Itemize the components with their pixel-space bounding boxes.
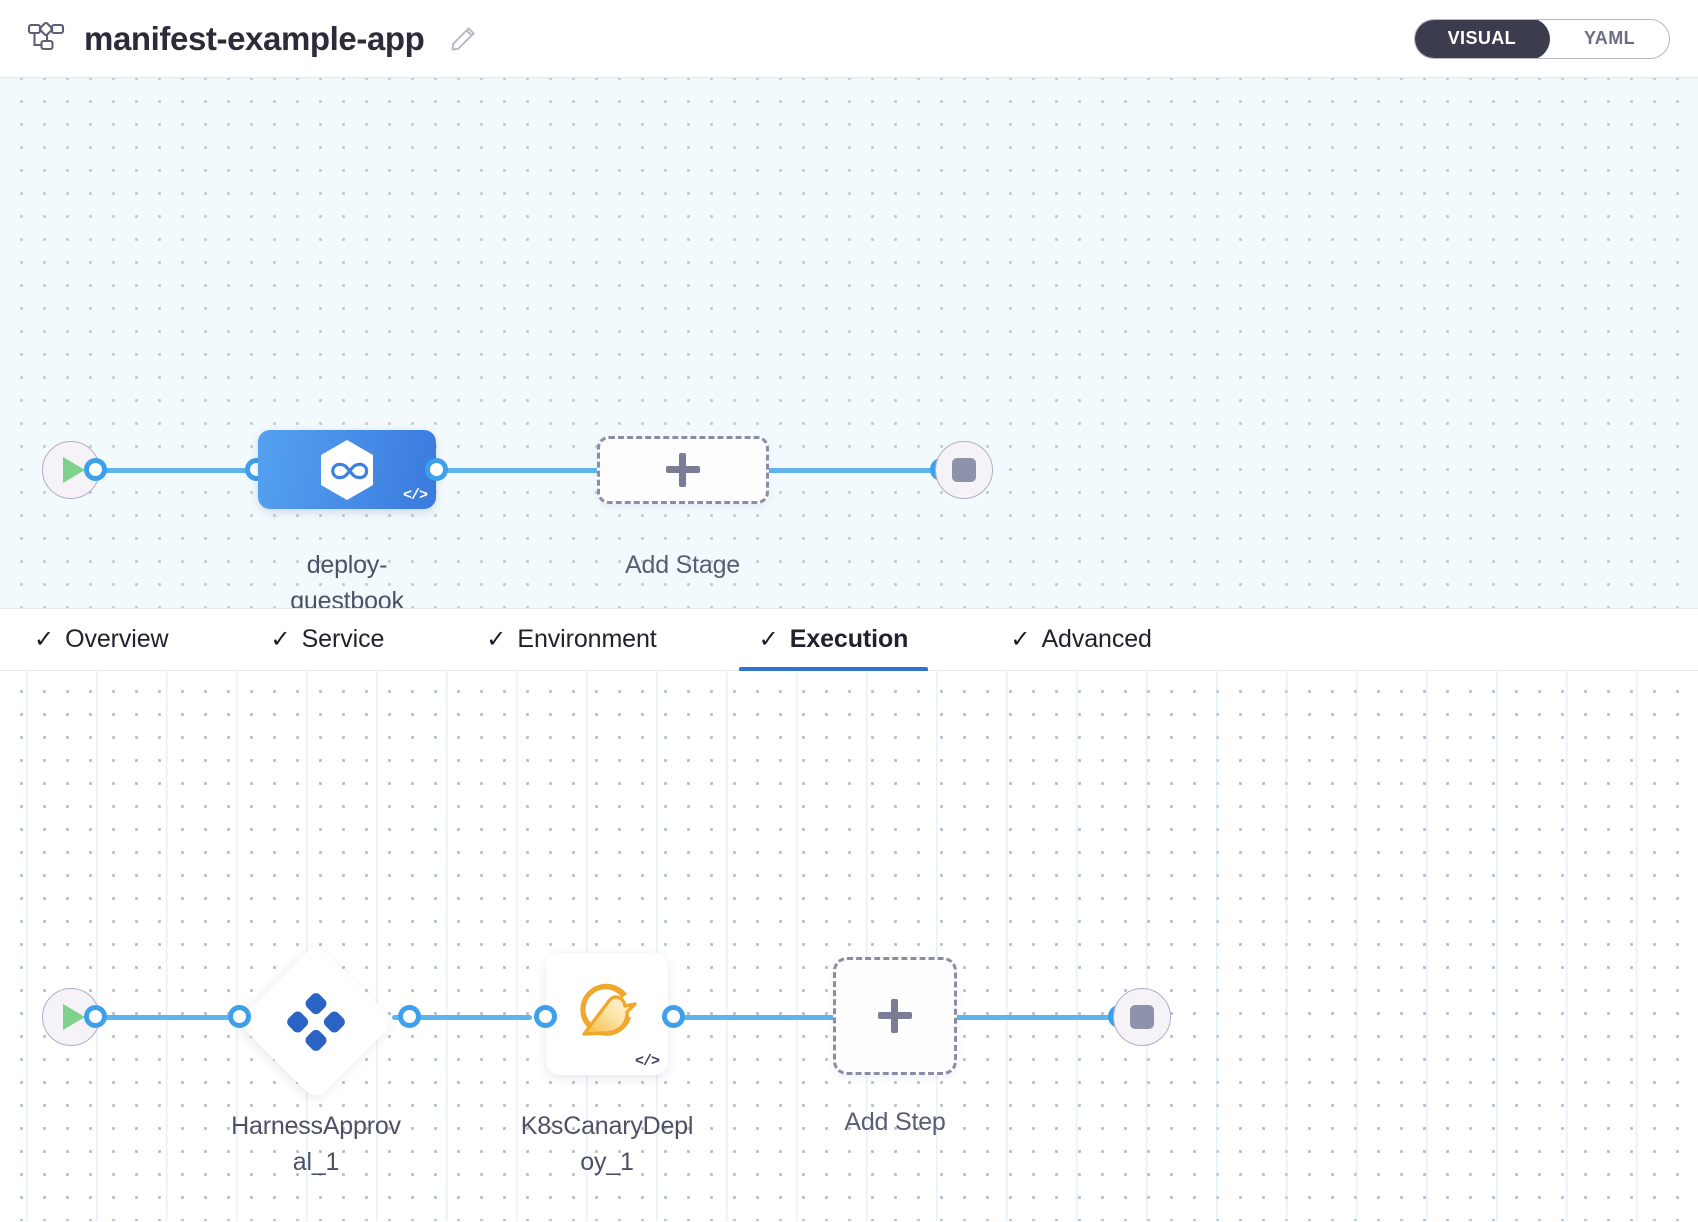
- check-icon: ✓: [1010, 625, 1031, 653]
- approval-input-dot[interactable]: [228, 1005, 251, 1028]
- plus-icon: [666, 453, 700, 487]
- step-label-canary: K8sCanaryDepl oy_1: [492, 1109, 722, 1180]
- stage-graph-canvas[interactable]: </> deploy- guestbook Add Stage: [0, 78, 1698, 609]
- step-start-connector-dot[interactable]: [84, 1005, 107, 1028]
- canary-label-line-1: K8sCanaryDepl: [520, 1112, 694, 1140]
- tab-overview[interactable]: ✓ Overview: [30, 609, 173, 671]
- stop-icon: [1130, 1005, 1154, 1029]
- play-icon: [63, 1004, 85, 1030]
- stop-icon: [952, 458, 976, 482]
- pipeline-header: manifest-example-app VISUAL YAML: [0, 0, 1698, 78]
- stage-node-output-dot[interactable]: [425, 458, 448, 481]
- plus-icon: [878, 999, 912, 1033]
- edge-canary-to-addstep: [655, 1015, 855, 1020]
- harness-approval-diamond-icon: [286, 992, 346, 1052]
- approval-label-line-1: HarnessApprov: [231, 1112, 401, 1140]
- stage-node-label: deploy- guestbook: [232, 548, 462, 609]
- edge-addstage-to-end: [765, 468, 955, 473]
- approval-label-line-2: al_1: [292, 1147, 340, 1176]
- edge-start-to-approval: [68, 1015, 248, 1020]
- harness-hexagon-infinity-icon: [317, 438, 377, 502]
- tab-environment-label: Environment: [517, 625, 657, 653]
- check-icon: ✓: [758, 625, 779, 653]
- tab-execution-label: Execution: [789, 625, 909, 653]
- check-icon: ✓: [486, 625, 507, 653]
- canary-bird-icon: [569, 974, 645, 1050]
- canary-input-dot[interactable]: [534, 1005, 557, 1028]
- add-stage-label: Add Stage: [625, 551, 740, 579]
- check-icon: ✓: [270, 625, 291, 653]
- mode-toggle[interactable]: VISUAL YAML: [1413, 18, 1670, 59]
- stage-label-line-2: guestbook: [290, 586, 404, 609]
- play-icon: [63, 457, 85, 483]
- step-node-k8s-canary-deploy[interactable]: </>: [546, 953, 668, 1075]
- stage-start-connector-dot[interactable]: [84, 458, 107, 481]
- tab-execution[interactable]: ✓ Execution: [738, 609, 928, 672]
- add-step-label: Add Step: [844, 1108, 946, 1136]
- stage-tabbar[interactable]: ✓ Overview ✓ Service ✓ Environment ✓ Exe…: [0, 609, 1698, 672]
- mode-toggle-visual[interactable]: VISUAL: [1414, 19, 1551, 58]
- edge-approval-to-canary: [392, 1015, 532, 1020]
- tab-service[interactable]: ✓ Service: [267, 609, 389, 671]
- step-end-node[interactable]: [1113, 988, 1171, 1046]
- edge-addstep-to-end: [950, 1015, 1120, 1020]
- stage-end-node[interactable]: [935, 441, 993, 499]
- mode-toggle-yaml[interactable]: YAML: [1550, 20, 1669, 58]
- step-label-approval: HarnessApprov al_1: [205, 1109, 427, 1180]
- pipeline-flow-icon: [26, 19, 66, 59]
- tab-advanced-label: Advanced: [1041, 625, 1152, 653]
- header-left-group: manifest-example-app: [26, 19, 478, 59]
- pencil-edit-icon[interactable]: [448, 24, 478, 54]
- step-node-harness-approval[interactable]: [236, 942, 396, 1102]
- edge-stage-to-addstage: [430, 468, 600, 473]
- header-right-group: VISUAL YAML: [1413, 18, 1670, 59]
- page-title: manifest-example-app: [84, 19, 425, 57]
- canary-output-dot[interactable]: [662, 1005, 685, 1028]
- stage-label-line-1: deploy-: [306, 551, 388, 579]
- canary-label-line-2: oy_1: [580, 1147, 634, 1176]
- tab-environment[interactable]: ✓ Environment: [482, 609, 660, 671]
- tab-advanced[interactable]: ✓ Advanced: [1006, 609, 1156, 671]
- add-step-box[interactable]: [833, 957, 957, 1075]
- step-yaml-badge: </>: [634, 1053, 660, 1070]
- edge-start-to-stage: [68, 468, 268, 473]
- execution-graph-canvas[interactable]: </> HarnessApprov al_1 K8sCanaryDepl oy_…: [0, 671, 1698, 1221]
- tab-service-label: Service: [301, 625, 385, 653]
- stage-node-deploy-guestbook[interactable]: </>: [258, 430, 436, 509]
- approval-output-dot[interactable]: [398, 1005, 421, 1028]
- stage-yaml-badge: </>: [402, 487, 428, 504]
- check-icon: ✓: [34, 625, 55, 653]
- tab-overview-label: Overview: [65, 625, 169, 653]
- add-stage-button[interactable]: [597, 436, 769, 504]
